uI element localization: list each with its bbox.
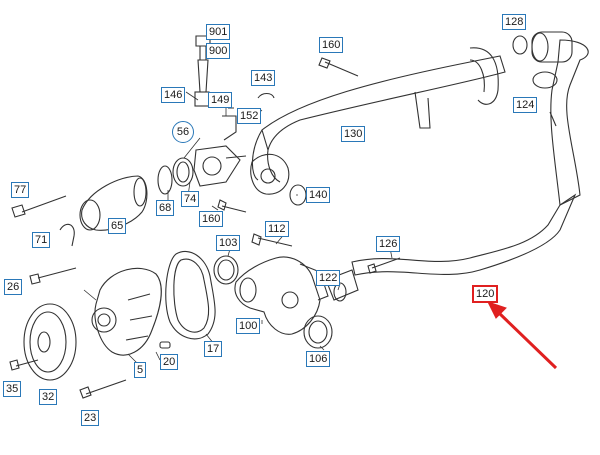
part-label-128[interactable]: 128: [502, 14, 527, 30]
part-label-146[interactable]: 146: [161, 87, 186, 103]
water-pump-5: [94, 267, 162, 356]
part-label-23[interactable]: 23: [81, 410, 100, 426]
seal-74: [172, 157, 194, 187]
pipe-120: [351, 193, 577, 276]
hose-124: [550, 39, 589, 206]
part-label-68[interactable]: 68: [156, 200, 175, 216]
part-label-901[interactable]: 901: [206, 24, 231, 40]
part-label-17[interactable]: 17: [204, 341, 223, 357]
pulley-32: [23, 303, 77, 381]
pin-20: [159, 341, 171, 349]
outlet-65: [81, 175, 148, 231]
bolt-160-top: [318, 57, 359, 77]
part-label-143[interactable]: 143: [251, 70, 276, 86]
part-label-74[interactable]: 74: [181, 191, 200, 207]
part-label-120-highlighted[interactable]: 120: [472, 285, 499, 303]
part-label-122[interactable]: 122: [316, 270, 341, 286]
part-label-20[interactable]: 20: [160, 354, 179, 370]
bolt-23: [79, 379, 127, 399]
bolt-35: [9, 359, 39, 371]
ring-103: [213, 255, 239, 285]
part-label-140[interactable]: 140: [306, 187, 331, 203]
part-label-32[interactable]: 32: [39, 389, 58, 405]
bolt-160-lower: [217, 199, 247, 213]
part-label-160-lower[interactable]: 160: [199, 211, 224, 227]
part-label-56[interactable]: 56: [172, 121, 194, 143]
o-ring-68: [157, 165, 173, 195]
bolt-77: [11, 195, 67, 218]
part-label-112[interactable]: 112: [265, 221, 289, 237]
part-label-71[interactable]: 71: [32, 232, 51, 248]
gasket-17: [165, 250, 216, 340]
housing-100: [234, 256, 321, 335]
part-label-77[interactable]: 77: [11, 182, 30, 198]
clip-143: [257, 92, 275, 99]
bolt-112: [251, 233, 293, 247]
part-label-5[interactable]: 5: [134, 362, 147, 378]
clip-152: [222, 107, 237, 141]
seal-106: [303, 315, 333, 349]
part-label-160-top[interactable]: 160: [319, 37, 344, 53]
part-label-124[interactable]: 124: [513, 97, 538, 113]
housing-right: [250, 153, 290, 195]
part-label-126[interactable]: 126: [376, 236, 401, 252]
part-label-130[interactable]: 130: [341, 126, 366, 142]
clip-71: [59, 223, 75, 247]
clamp-128: [512, 35, 528, 55]
bolt-126: [367, 257, 401, 274]
part-label-26[interactable]: 26: [4, 279, 23, 295]
clip-124: [532, 71, 558, 89]
part-label-149[interactable]: 149: [208, 92, 233, 108]
bolt-26: [29, 267, 77, 285]
part-label-100[interactable]: 100: [236, 318, 261, 334]
cap-128: [531, 31, 573, 63]
thermostat-56: [193, 145, 241, 187]
highlight-arrow: [487, 301, 558, 370]
part-label-900[interactable]: 900: [206, 43, 231, 59]
part-label-106[interactable]: 106: [306, 351, 331, 367]
bracket: [414, 91, 431, 129]
part-label-65[interactable]: 65: [108, 218, 127, 234]
part-label-103[interactable]: 103: [216, 235, 241, 251]
pipe-130: [261, 55, 506, 153]
pipe-130-lower: [251, 129, 281, 183]
connector-122: [325, 269, 359, 301]
pipe-128: [469, 47, 499, 105]
part-label-152[interactable]: 152: [237, 108, 262, 124]
part-label-35[interactable]: 35: [3, 381, 22, 397]
